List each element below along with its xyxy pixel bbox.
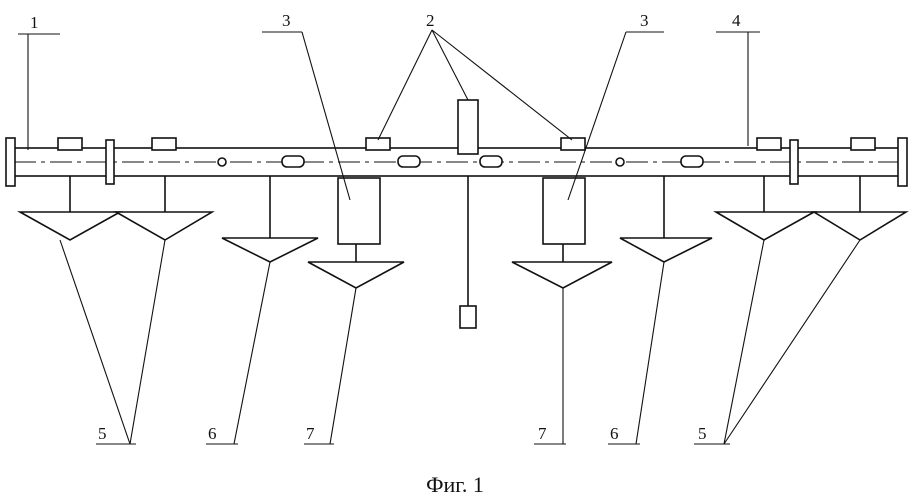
figure-caption: Фиг. 1: [426, 472, 484, 497]
label-3-right: 3: [640, 11, 649, 30]
label-6-left: 6: [208, 424, 217, 443]
label-2: 2: [426, 11, 435, 30]
label-1: 1: [30, 13, 39, 32]
beam-collars: [105, 139, 799, 185]
label-7-right: 7: [538, 424, 547, 443]
label-4: 4: [732, 11, 741, 30]
frame-beam: [5, 137, 908, 187]
label-3-left: 3: [282, 11, 291, 30]
label-6-right: 6: [610, 424, 619, 443]
tools: [16, 176, 909, 289]
beam-slots: [217, 155, 704, 168]
label-5-right: 5: [698, 424, 707, 443]
top-clamps: [57, 137, 876, 151]
central-upright: [457, 99, 479, 329]
label-7-left: 7: [306, 424, 315, 443]
label-5-left: 5: [98, 424, 107, 443]
leader-lines: [18, 29, 861, 445]
